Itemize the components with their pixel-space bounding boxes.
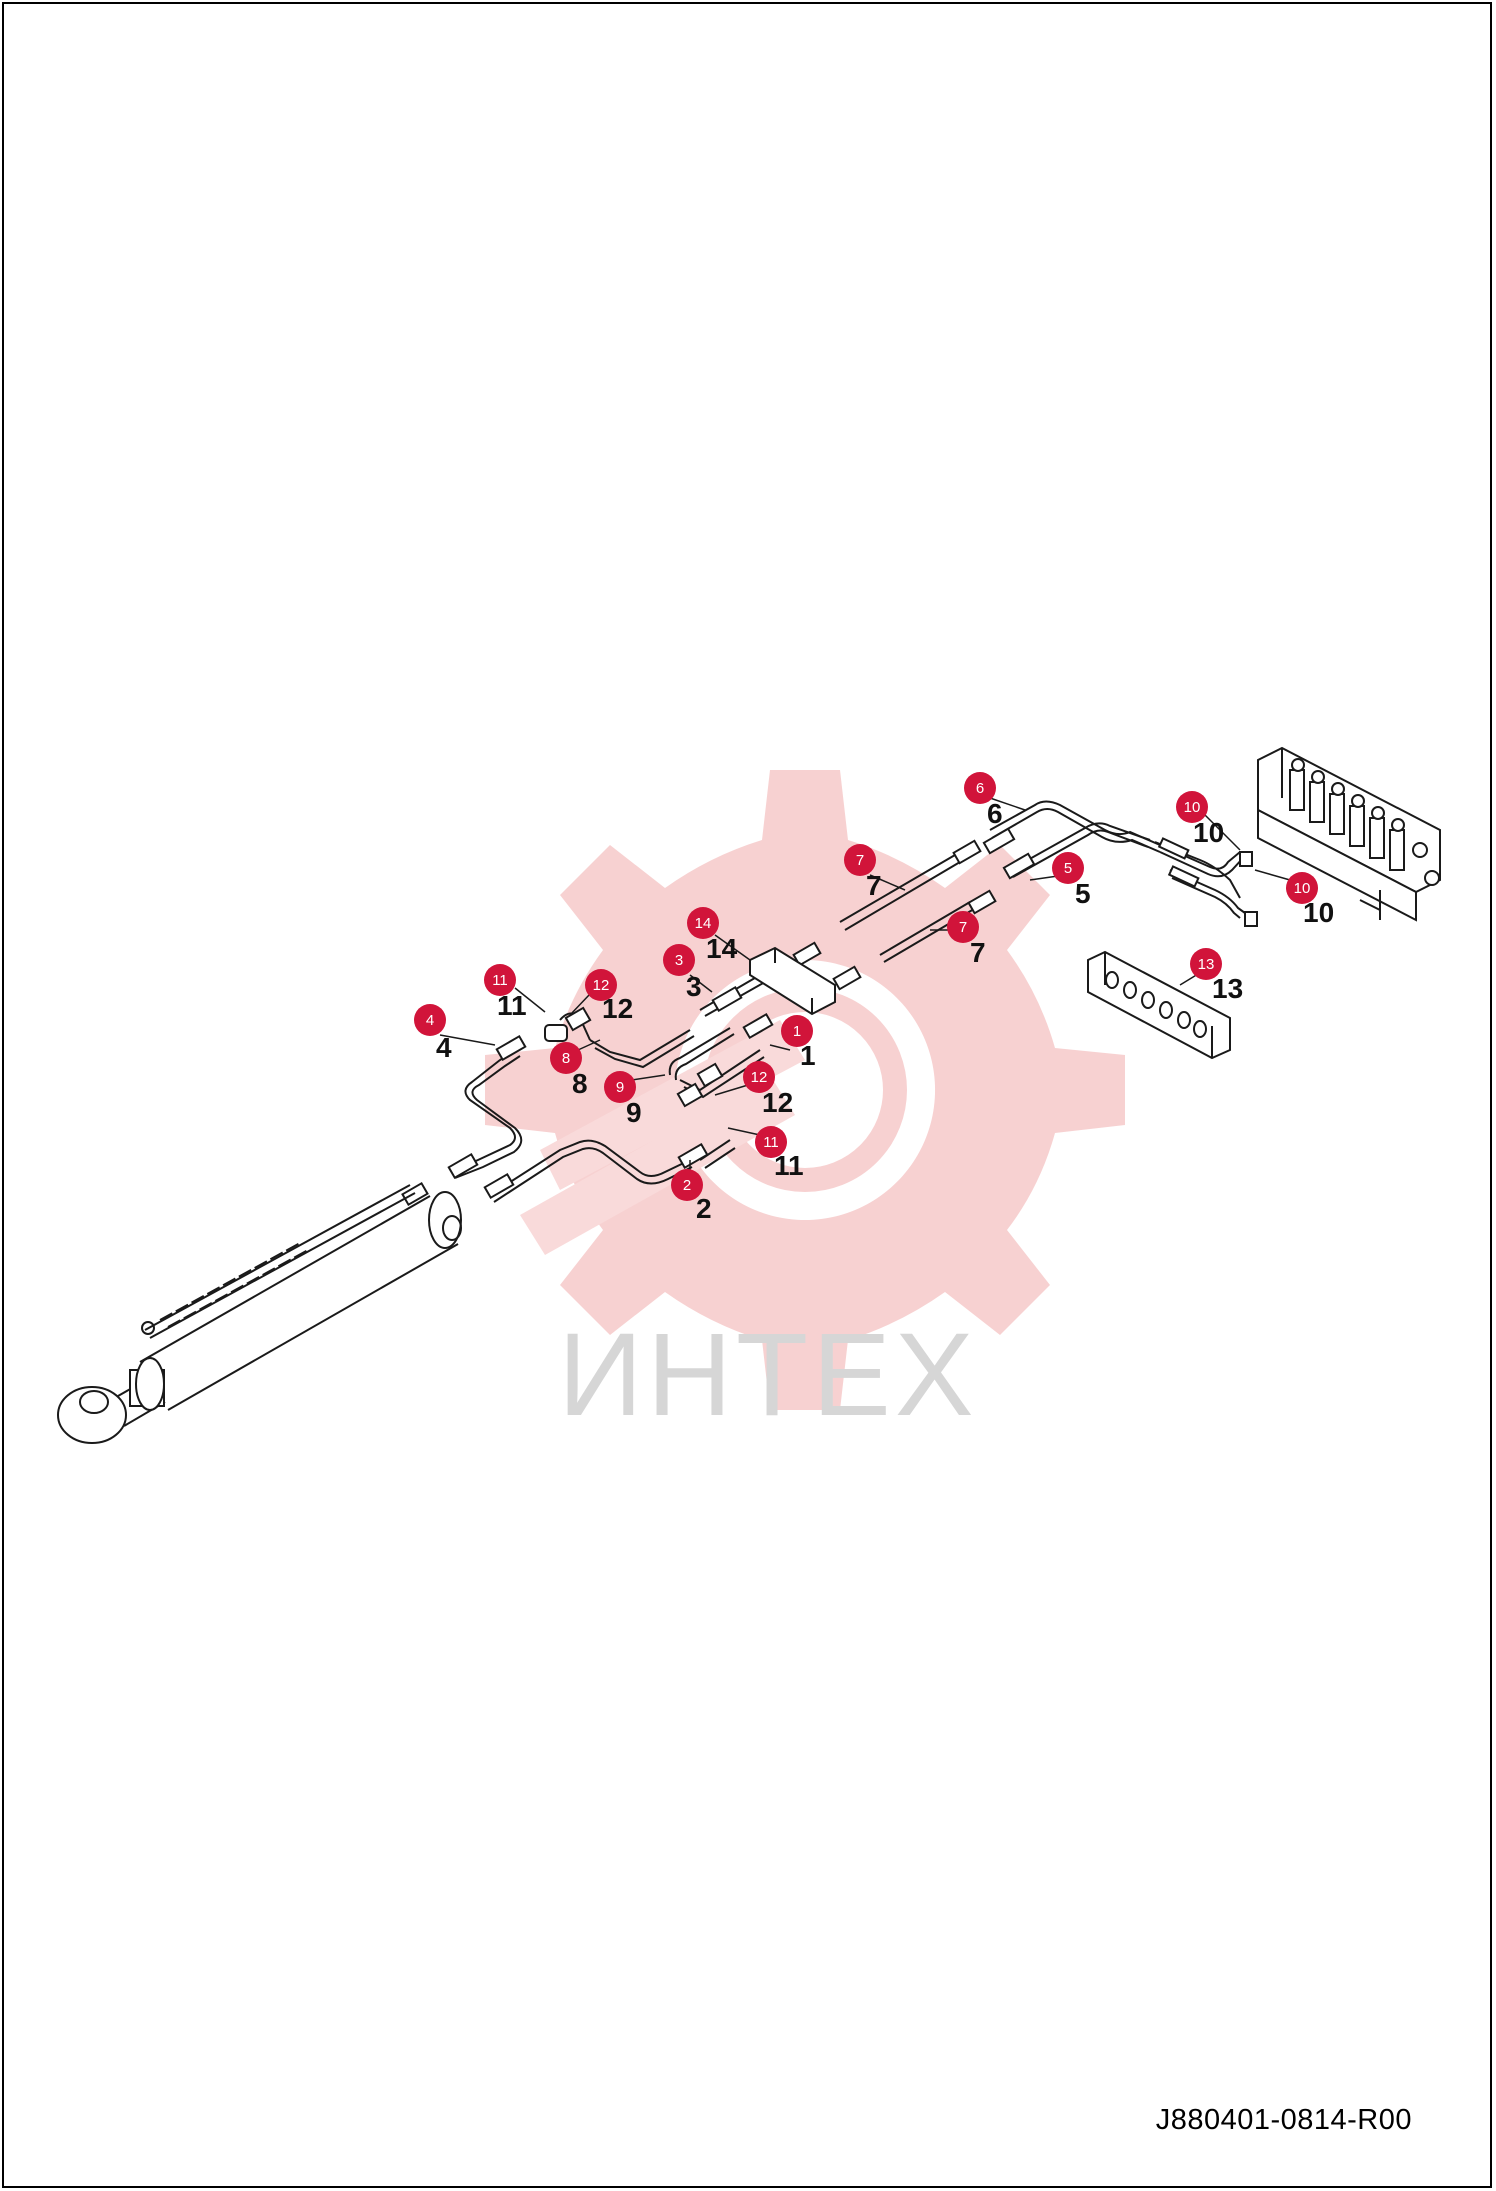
watermark-text: ИНТЕХ: [558, 1309, 978, 1441]
callout-badge: [585, 969, 617, 1001]
callout-leader-line: [869, 874, 906, 891]
callout-leader-line: [577, 1039, 601, 1051]
callout-badge: [781, 1015, 813, 1047]
callout-ghost-label: 5: [1075, 878, 1091, 909]
callout-ghost-label: 6: [987, 798, 1003, 829]
callout-leader-line: [1204, 814, 1241, 851]
callout-leader-line: [714, 1084, 749, 1096]
callout-6: 66: [964, 772, 1026, 829]
callout-leader-line: [769, 1044, 791, 1051]
callout-ghost-label: 8: [572, 1068, 588, 1099]
callout-leader-line: [1254, 869, 1291, 881]
clamp-plate: [1087, 950, 1231, 1060]
clamp-bracket: [749, 946, 836, 1016]
callout-7: 77: [844, 844, 906, 901]
callout-leader-line: [1029, 875, 1059, 881]
callout-leader-line: [727, 1127, 761, 1136]
callout-badge: [947, 911, 979, 943]
callout-ghost-label: 7: [866, 870, 882, 901]
hydraulic-cylinder: [57, 1181, 462, 1444]
callout-badge: [671, 1169, 703, 1201]
fittings: [447, 827, 1258, 1200]
callout-4: 44: [414, 1004, 496, 1063]
callout-ghost-label: 12: [762, 1087, 793, 1118]
callout-badge: [1190, 948, 1222, 980]
callout-leader-line: [514, 987, 546, 1013]
callout-2: 22: [671, 1160, 712, 1224]
callout-number: 12: [593, 977, 610, 994]
callout-9: 99: [604, 1071, 666, 1128]
callout-number: 12: [751, 1069, 768, 1086]
callout-number: 5: [1064, 860, 1072, 877]
callout-badge: [743, 1061, 775, 1093]
callout-leader-line: [569, 993, 591, 1016]
callout-number: 8: [562, 1050, 570, 1067]
callout-number: 7: [959, 919, 967, 936]
callout-number: 13: [1198, 956, 1215, 973]
drawing-code: J880401-0814-R00: [1155, 2104, 1412, 2136]
callout-number: 11: [763, 1134, 779, 1151]
callout-badge: [414, 1004, 446, 1036]
callout-1: 11: [769, 1015, 816, 1071]
callout-ghost-label: 4: [436, 1032, 452, 1063]
callout-number: 1: [793, 1023, 801, 1040]
callout-ghost-label: 2: [696, 1193, 712, 1224]
callout-number: 6: [976, 780, 984, 797]
callout-ghost-label: 7: [970, 937, 986, 968]
callout-badge: [1052, 852, 1084, 884]
callout-8: 88: [550, 1039, 601, 1099]
callout-number: 2: [683, 1177, 691, 1194]
callout-number: 4: [426, 1012, 434, 1029]
callout-ghost-label: 13: [1212, 973, 1243, 1004]
callout-number: 7: [856, 852, 864, 869]
callout-number: 11: [492, 972, 508, 989]
callout-ghost-label: 1: [800, 1040, 816, 1071]
callout-number: 14: [695, 915, 712, 932]
callout-leader-line: [1179, 973, 1199, 986]
callout-badge: [964, 772, 996, 804]
callout-ghost-label: 3: [686, 971, 702, 1002]
callout-badge: [687, 907, 719, 939]
callout-badge: [484, 964, 516, 996]
callout-number: 3: [675, 952, 683, 969]
callout-leader-line: [714, 934, 751, 961]
callout-number: 10: [1184, 799, 1201, 816]
callout-leader-line: [631, 1074, 666, 1081]
callout-number: 9: [616, 1079, 624, 1096]
callout-leader-line: [689, 974, 713, 993]
callout-badge: [604, 1071, 636, 1103]
callouts: 1122334455667777889910101010111111111212…: [414, 772, 1334, 1224]
callout-ghost-label: 9: [626, 1097, 642, 1128]
control-valve-block: [1257, 746, 1441, 922]
callout-number: 10: [1294, 880, 1311, 897]
callout-ghost-label: 10: [1193, 817, 1224, 848]
callout-ghost-label: 14: [706, 933, 738, 964]
callout-leader-line: [989, 797, 1026, 811]
callout-badge: [755, 1126, 787, 1158]
hydraulic-lines: [454, 800, 1246, 1203]
callout-3: 33: [663, 944, 713, 1002]
callout-7: 77: [930, 911, 986, 968]
callout-badge: [1286, 872, 1318, 904]
callout-badge: [844, 844, 876, 876]
callout-leader-line: [439, 1034, 496, 1046]
callout-badge: [1176, 791, 1208, 823]
callout-badge: [663, 944, 695, 976]
callout-badge: [550, 1042, 582, 1074]
callout-5: 55: [1029, 852, 1091, 909]
